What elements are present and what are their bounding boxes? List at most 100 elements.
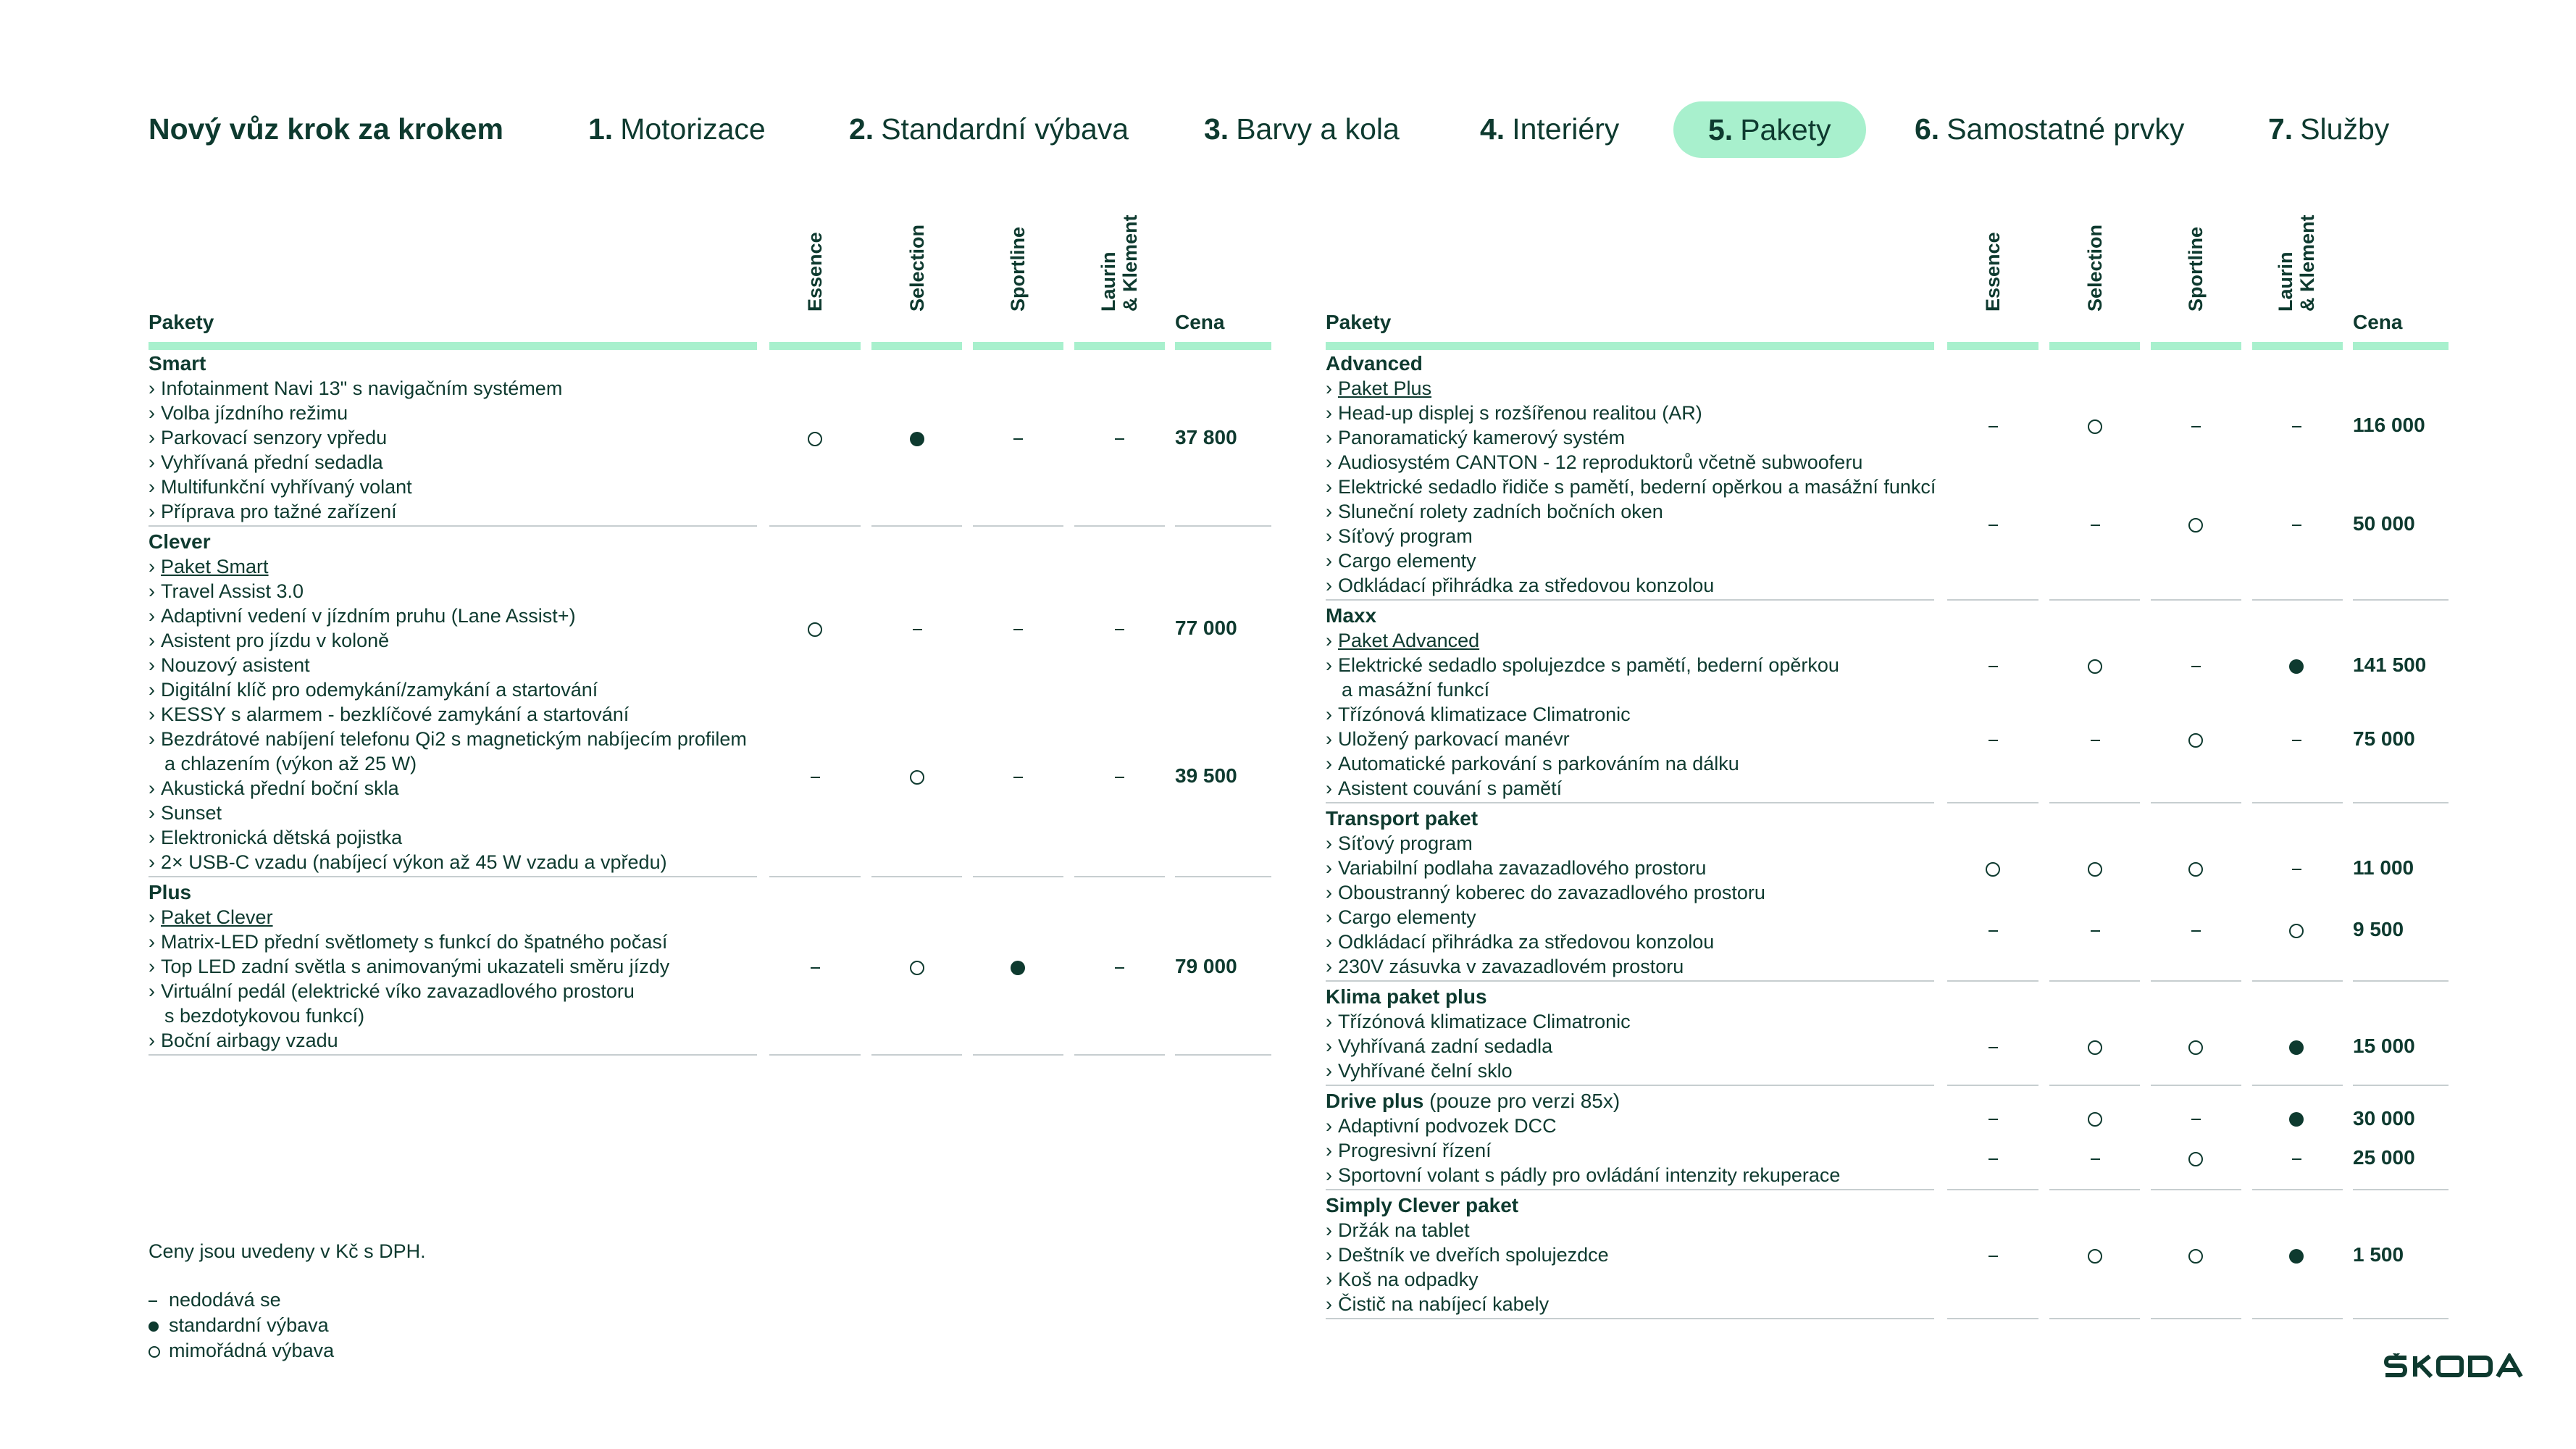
- package-feature: 2× USB-C vzadu (nabíjecí výkon až 45 W v…: [149, 850, 667, 874]
- not-available-dash-icon: [1988, 739, 1998, 741]
- package-feature: Adaptivní podvozek DCC: [1326, 1114, 1557, 1138]
- row-divider: [1326, 980, 1934, 982]
- feature-text: Digitální klíč pro odemykání/zamykání a …: [161, 679, 598, 701]
- package-feature: Elektronická dětská pojistka: [149, 825, 402, 850]
- availability-cell: [2275, 413, 2318, 438]
- package-price: 1 500: [2353, 1243, 2404, 1266]
- optional-circle-icon: [2088, 659, 2102, 674]
- package-name: Clever: [149, 530, 211, 554]
- availability-cell: [2073, 413, 2117, 438]
- optional-circle-icon: [1986, 861, 2000, 877]
- not-available-dash-icon: [1988, 425, 1998, 427]
- package-title: Smart: [149, 352, 206, 375]
- row-divider: [1947, 802, 2038, 803]
- package-price: 79 000: [1175, 955, 1237, 977]
- legend-item: standardní výbava: [149, 1313, 329, 1337]
- not-available-dash-icon: [1114, 628, 1124, 630]
- header-trim-3: Sportline: [2174, 217, 2217, 333]
- availability-cell: [2174, 1106, 2217, 1131]
- nav-step-number: 2.: [849, 112, 874, 146]
- header-underline: [973, 342, 1063, 350]
- optional-circle-icon: [2188, 861, 2203, 877]
- header-underline: [1947, 342, 2038, 350]
- package-link[interactable]: Paket Plus: [1326, 376, 1431, 401]
- nav-step-number: 7.: [2268, 112, 2293, 146]
- row-divider: [973, 525, 1063, 527]
- row-divider: [1947, 1085, 2038, 1086]
- availability-cell: [996, 616, 1040, 640]
- row-divider: [1326, 599, 1934, 601]
- skoda-wordmark: [2383, 1350, 2523, 1379]
- optional-circle-icon: [910, 769, 924, 785]
- package-feature: Čistič na nabíjecí kabely: [1326, 1292, 1549, 1316]
- package-name: Transport paket: [1326, 806, 1478, 831]
- package-feature: Audiosystém CANTON - 12 reproduktorů vče…: [1326, 450, 1862, 475]
- availability-cell: [2275, 856, 2318, 880]
- optional-circle-icon: [2088, 861, 2102, 877]
- row-divider: [1326, 1318, 1934, 1319]
- feature-text: Multifunkční vyhřívaný volant: [161, 476, 412, 498]
- package-title: Transport paket: [1326, 807, 1479, 830]
- package-feature: s bezdotykovou funkcí): [149, 1003, 364, 1028]
- availability-cell: [996, 425, 1040, 450]
- nav-step-label: Standardní výbava: [881, 112, 1129, 146]
- availability-cell: [2174, 511, 2217, 536]
- package-link[interactable]: Paket Smart: [149, 554, 269, 579]
- legend-label: mimořádná výbava: [169, 1340, 335, 1361]
- header-packages: Pakety: [149, 311, 214, 333]
- availability-cell: [895, 954, 939, 979]
- feature-text: Top LED zadní světla s animovanými ukaza…: [161, 956, 670, 977]
- availability-cell: [2073, 727, 2117, 751]
- nav-step-6[interactable]: 6.Samostatné prvky: [1915, 109, 2184, 149]
- package-feature: Vyhřívaná přední sedadla: [149, 450, 383, 475]
- nav-step-label: Motorizace: [620, 112, 766, 146]
- feature-text: Oboustranný koberec do zavazadlového pro…: [1338, 882, 1765, 903]
- nav-step-4[interactable]: 4.Interiéry: [1480, 109, 1619, 149]
- header-trim-2: Selection: [895, 217, 939, 333]
- row-divider: [1947, 1189, 2038, 1190]
- availability-cell: [2073, 1243, 2117, 1267]
- row-divider: [973, 1054, 1063, 1056]
- package-feature: Odkládací přihrádka za středovou konzolo…: [1326, 930, 1714, 954]
- availability-cell: [895, 764, 939, 788]
- package-feature: Oboustranný koberec do zavazadlového pro…: [1326, 880, 1765, 905]
- header-trim-1: Essence: [1971, 217, 2015, 333]
- availability-cell: [2275, 511, 2318, 536]
- row-divider: [149, 525, 757, 527]
- nav-step-2[interactable]: 2.Standardní výbava: [849, 109, 1129, 149]
- nav-step-3[interactable]: 3.Barvy a kola: [1204, 109, 1400, 149]
- row-divider: [2252, 1085, 2343, 1086]
- row-divider: [2353, 802, 2449, 803]
- nav-step-label: Samostatné prvky: [1946, 112, 2185, 146]
- package-price: 116 000: [2353, 414, 2425, 436]
- package-price: 11 000: [2353, 856, 2414, 879]
- nav-step-7[interactable]: 7.Služby: [2268, 109, 2389, 149]
- feature-text: Adaptivní vedení v jízdním pruhu (Lane A…: [161, 605, 576, 627]
- row-divider: [2353, 1318, 2449, 1319]
- header-trim-label: Sportline: [1007, 226, 1029, 312]
- not-available-dash-icon: [2291, 868, 2301, 870]
- feature-text: Uložený parkovací manévr: [1338, 728, 1570, 750]
- nav-step-1[interactable]: 1.Motorizace: [588, 109, 766, 149]
- nav-step-number: 6.: [1915, 112, 1940, 146]
- availability-cell: [2275, 1243, 2318, 1267]
- feature-text: 2× USB-C vzadu (nabíjecí výkon až 45 W v…: [161, 851, 667, 873]
- package-feature: Třízónová klimatizace Climatronic: [1326, 1009, 1631, 1034]
- availability-cell: [895, 616, 939, 640]
- package-title: Advanced: [1326, 352, 1423, 375]
- package-link[interactable]: Paket Advanced: [1326, 628, 1479, 653]
- row-divider: [769, 876, 861, 877]
- header-price: Cena: [1175, 311, 1225, 333]
- feature-text: Třízónová klimatizace Climatronic: [1338, 703, 1631, 725]
- package-link[interactable]: Paket Clever: [149, 905, 273, 930]
- package-feature: Panoramatický kamerový systém: [1326, 425, 1625, 450]
- package-price: 75 000: [2353, 727, 2415, 750]
- package-price: 25 000: [2353, 1146, 2415, 1169]
- not-available-dash-icon: [1114, 966, 1124, 969]
- optional-circle-icon: [2188, 1040, 2203, 1055]
- row-divider: [2151, 1318, 2241, 1319]
- row-divider: [2353, 980, 2449, 982]
- package-feature: Cargo elementy: [1326, 905, 1476, 930]
- feature-text: Adaptivní podvozek DCC: [1338, 1115, 1557, 1137]
- nav-step-5[interactable]: 5.Pakety: [1673, 101, 1866, 158]
